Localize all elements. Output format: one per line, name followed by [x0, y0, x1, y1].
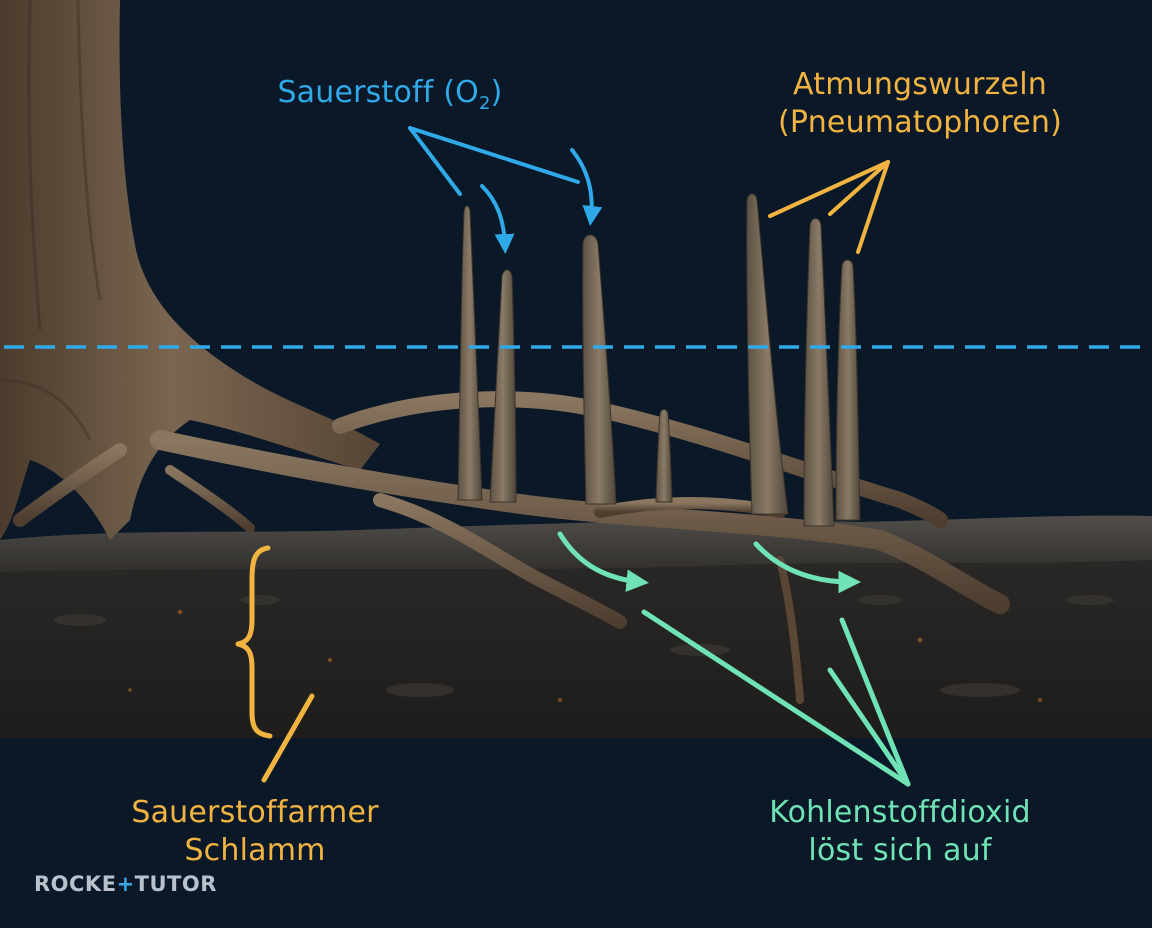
pneumatophores-label: Atmungswurzeln (Pneumatophoren) [730, 66, 1110, 141]
pneumatophore-leaders [768, 160, 890, 254]
oxygen-arrows [408, 126, 603, 254]
mud-brace [235, 545, 315, 783]
mud-layer [0, 515, 1152, 738]
oxygen-label-text: Sauerstoff (O2) [190, 74, 590, 116]
mud-label: Sauerstoffarmer Schlamm [60, 794, 450, 869]
pneumatophores-label-line1: Atmungswurzeln [793, 67, 1047, 102]
oxygen-label: Sauerstoff (O2) [190, 74, 590, 116]
oxygen-label-subscript: 2 [479, 93, 491, 114]
logo-part2: TUTOR [134, 872, 217, 896]
mud-label-line1: Sauerstoffarmer [131, 795, 379, 830]
tree-trunk [0, 0, 380, 540]
co2-label-line1: Kohlenstoffdioxid [769, 795, 1031, 830]
logo-plus: + [116, 872, 135, 896]
co2-label: Kohlenstoffdioxid löst sich auf [700, 794, 1100, 869]
pneumatophores-label-line2: (Pneumatophoren) [778, 104, 1062, 140]
mud-label-line2: Schlamm [184, 832, 326, 868]
pneumatophores [457, 193, 861, 527]
oxygen-label-main: Sauerstoff (O [277, 75, 479, 110]
co2-arrows [557, 531, 911, 787]
logo-part1: ROCKE [34, 872, 117, 896]
logo: ROCKE+TUTOR [34, 872, 217, 896]
oxygen-label-close: ) [490, 75, 503, 110]
co2-label-line2: löst sich auf [808, 832, 992, 868]
